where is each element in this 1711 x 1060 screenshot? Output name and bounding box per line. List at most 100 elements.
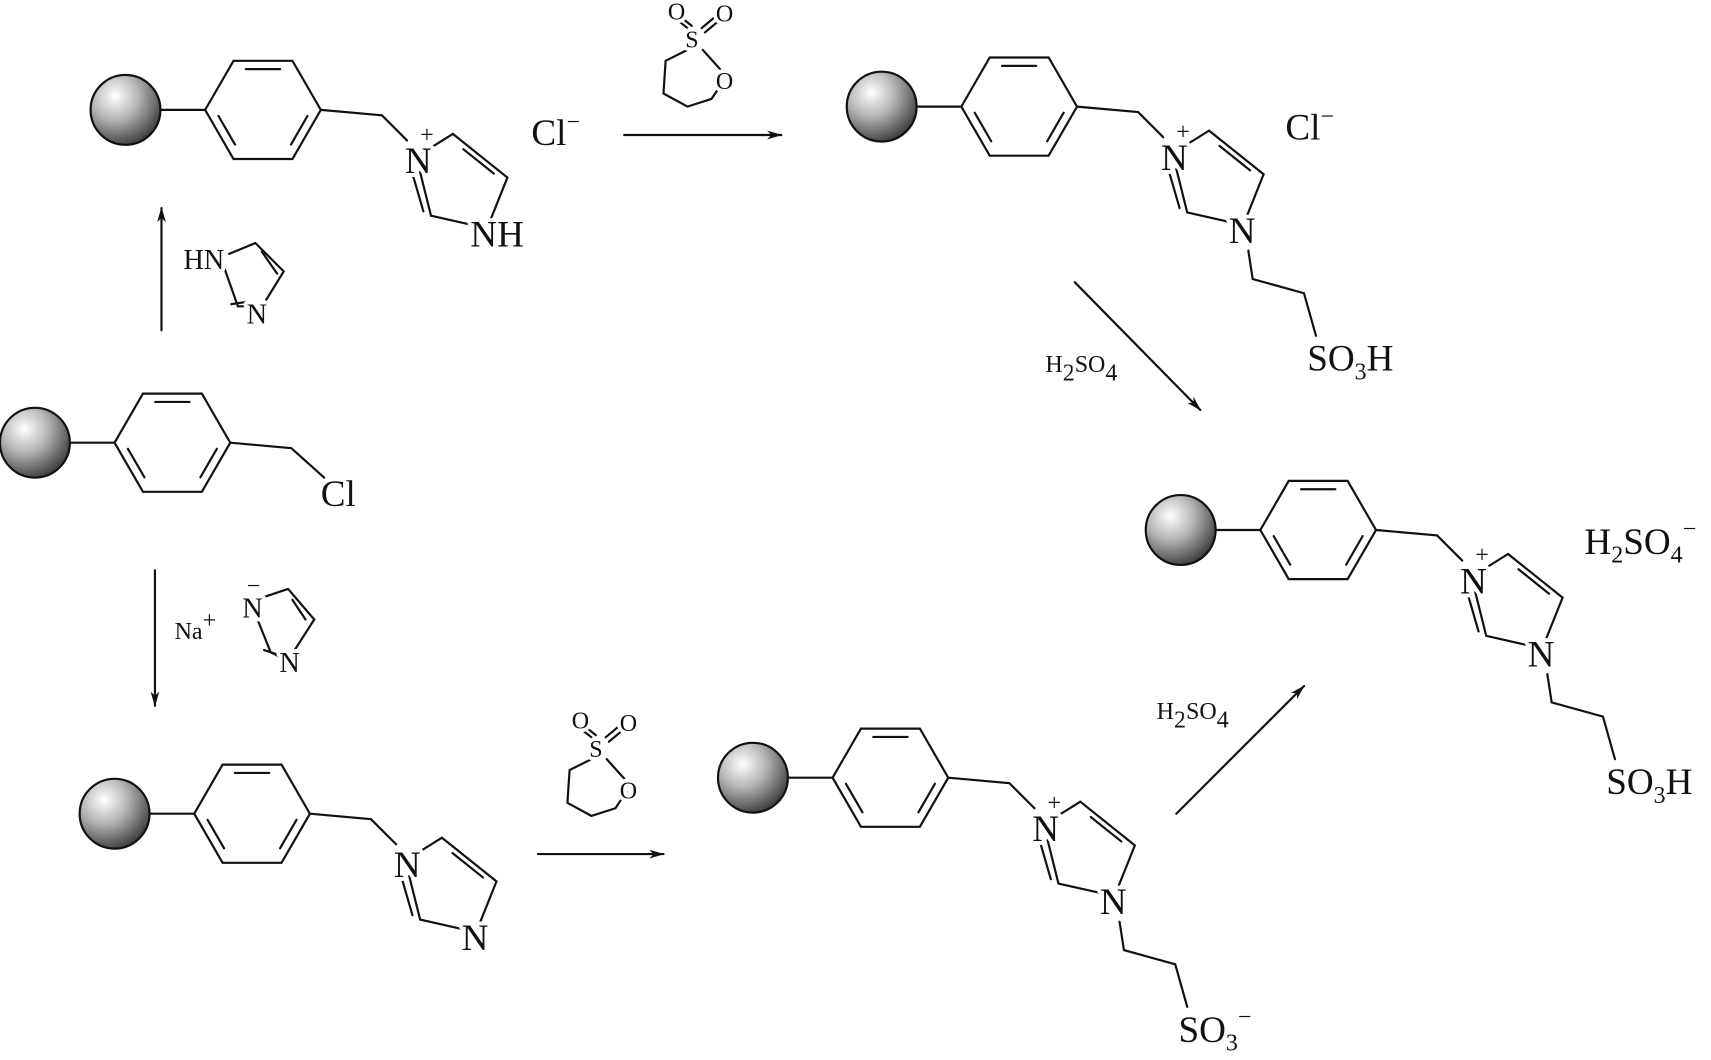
- double-bond: [230, 300, 248, 306]
- so3h-label-part: 3: [1654, 783, 1666, 809]
- double-bond: [675, 18, 689, 30]
- hydrogensulfate-anion-part: −: [1683, 517, 1697, 543]
- so3h-label-part: SO: [1606, 762, 1653, 803]
- bond: [408, 874, 422, 921]
- double-bond: [973, 111, 993, 143]
- resin-bead: [1144, 493, 1217, 567]
- sultone-ring: [662, 48, 724, 108]
- sulfonate-label-part: SO: [1178, 1010, 1225, 1051]
- so3h-label-part: 3: [1355, 359, 1367, 385]
- chloride-label: Cl: [321, 474, 356, 515]
- double-bond: [607, 729, 624, 743]
- bond: [1207, 129, 1265, 176]
- ch2-bond: [1075, 105, 1165, 139]
- nitrogen-label: N: [1161, 138, 1188, 179]
- bond: [419, 918, 465, 931]
- sulfuric-acid-label-top-part: 4: [1105, 361, 1117, 387]
- double-bond: [126, 447, 146, 479]
- nitrogen-label: N: [247, 300, 267, 331]
- resin-bead: [78, 777, 151, 850]
- oxygen-label: O: [620, 778, 637, 804]
- benzene-ring: [113, 392, 232, 493]
- double-bond: [604, 725, 620, 739]
- hydrogensulfate-anion-part: 2: [1611, 543, 1623, 569]
- negative-charge: −: [247, 573, 261, 599]
- nitrogen-label: N: [405, 141, 432, 182]
- double-bond: [844, 782, 864, 814]
- resin-bead: [0, 406, 71, 479]
- bond: [256, 618, 272, 654]
- hydrogensulfate-anion-part: 4: [1671, 543, 1683, 569]
- bond: [1506, 552, 1564, 599]
- sulfuric-acid-label-bottom-part: 2: [1174, 708, 1186, 734]
- double-bond: [579, 727, 593, 739]
- chloride-anion: Cl−: [531, 110, 580, 154]
- double-bond: [199, 447, 218, 479]
- ethyl-chain: [1546, 672, 1617, 761]
- double-bond: [278, 818, 298, 850]
- sodium-label-part: Na: [175, 619, 203, 645]
- sulfuric-acid-label-top-part: 2: [1063, 361, 1075, 387]
- double-bond: [260, 250, 279, 275]
- nitrogen-label: N: [279, 648, 299, 679]
- hn-label: HN: [183, 245, 224, 276]
- double-bond: [399, 872, 414, 917]
- resin-bead: [845, 70, 918, 143]
- arrow-diagonal-down: [1073, 281, 1202, 412]
- imidazole-resin: NN: [78, 763, 498, 963]
- sulfuric-acid-label-top: H2SO4: [1045, 352, 1117, 387]
- bond: [1186, 211, 1232, 224]
- bond: [488, 176, 509, 223]
- oxygen-label: O: [620, 711, 637, 737]
- so3h-label-part: H: [1666, 762, 1693, 803]
- double-bond: [1272, 535, 1292, 566]
- positive-charge: +: [1475, 543, 1489, 569]
- resin-bead: [716, 741, 789, 814]
- ch2-bond: [319, 108, 409, 142]
- oxygen-label: O: [716, 69, 733, 95]
- double-bond: [410, 168, 425, 213]
- double-bond: [289, 114, 309, 146]
- resin-bead: [89, 73, 162, 146]
- ch2-bond: [1374, 528, 1464, 562]
- ch2-bond: [229, 441, 326, 479]
- bond: [1474, 591, 1488, 637]
- bond: [605, 758, 628, 783]
- double-bond: [703, 20, 720, 34]
- bond: [1046, 838, 1060, 885]
- sulfur-label: S: [685, 28, 698, 54]
- double-bond: [206, 818, 226, 850]
- nitrogen-label: N: [1229, 211, 1256, 252]
- bond: [1175, 167, 1189, 214]
- imidazole-reagent: HN N: [180, 241, 286, 335]
- double-bond: [217, 114, 237, 146]
- bond: [1053, 800, 1082, 820]
- hydrogensulfate-anion: H2SO4−: [1584, 517, 1696, 569]
- nitrogen-label: N: [394, 845, 421, 886]
- sulfuric-acid-label-top-part: SO: [1075, 352, 1106, 378]
- double-bond: [679, 16, 693, 27]
- benzene-ring: [960, 56, 1079, 157]
- double-bond: [1037, 836, 1052, 881]
- sulfuric-acid-label-bottom-part: H: [1157, 699, 1174, 725]
- sodium-label: Na+: [175, 608, 217, 645]
- hydrogensulfate-anion-part: SO: [1623, 522, 1670, 563]
- ethyl-chain: [1247, 249, 1318, 337]
- double-bond: [917, 782, 936, 814]
- benzene-ring: [1259, 479, 1378, 581]
- chloromethyl-resin: Cl: [0, 392, 360, 519]
- sodium-label-part: +: [203, 608, 217, 634]
- so3h-label: SO3H: [1307, 339, 1393, 386]
- so3h-label-part: SO: [1307, 339, 1354, 380]
- double-bond: [700, 16, 716, 30]
- bond: [1544, 596, 1564, 643]
- so3h-label-part: H: [1367, 339, 1394, 380]
- so3h-label: SO3H: [1606, 762, 1692, 809]
- sulfuric-acid-label-bottom-part: 4: [1217, 708, 1229, 734]
- bond: [414, 836, 444, 856]
- chloride-anion-part: −: [1320, 104, 1334, 130]
- double-bond: [1166, 165, 1181, 210]
